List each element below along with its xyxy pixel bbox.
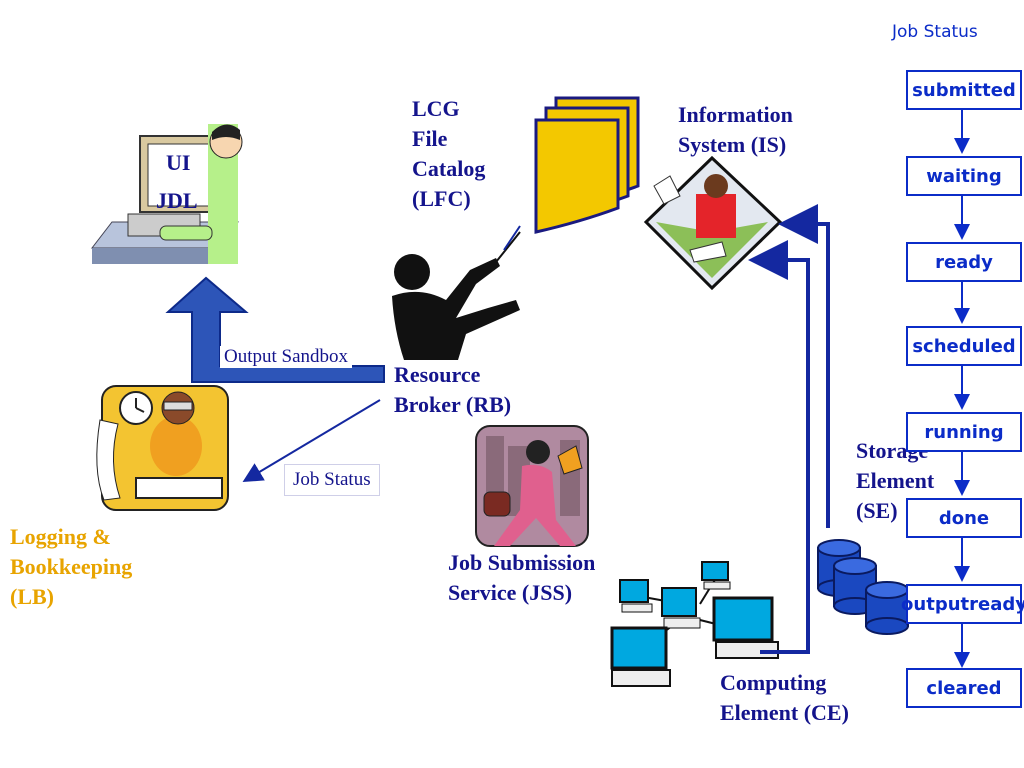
logging-bookkeeping-icon: [96, 385, 229, 511]
job-status-title: Job Status: [892, 22, 978, 42]
status-ready: ready: [906, 242, 1022, 282]
status-scheduled: scheduled: [906, 326, 1022, 366]
rb-to-lfc-pointer: [503, 225, 521, 251]
se-to-is-connector: [778, 204, 830, 528]
status-done: done: [906, 498, 1022, 538]
job-status-tag: Job Status: [284, 464, 380, 496]
status-outputready: outputready: [901, 584, 1024, 624]
ce-to-is-connector: [748, 240, 810, 654]
is-label: Information System (IS): [678, 102, 793, 157]
status-submitted: submitted: [906, 70, 1022, 110]
ce-label: Computing Element (CE): [720, 670, 849, 725]
ui-label: UI: [166, 150, 191, 175]
file-catalog-icon: [534, 96, 640, 234]
lb-label: Logging & Bookkeeping (LB): [10, 524, 133, 609]
jdl-label: JDL: [156, 188, 198, 213]
output-sandbox-arrow: [165, 276, 385, 383]
job-submission-service-icon: [475, 425, 589, 547]
output-sandbox-label: Output Sandbox: [220, 346, 353, 368]
storage-element-icon: [817, 539, 909, 635]
user-workstation-icon: [90, 124, 243, 264]
job-status-arrow: [242, 399, 381, 483]
jss-label: Job Submission Service (JSS): [448, 550, 596, 605]
computing-element-icon: [610, 561, 779, 687]
rb-label: Resource Broker (RB): [394, 362, 512, 417]
status-cleared: cleared: [906, 668, 1022, 708]
resource-broker-icon: [392, 231, 521, 360]
status-running: running: [906, 412, 1022, 452]
information-system-icon: [643, 155, 783, 291]
status-waiting: waiting: [906, 156, 1022, 196]
se-label: Storage Element (SE): [856, 438, 935, 523]
lfc-label: LCG File Catalog (LFC): [412, 96, 486, 211]
